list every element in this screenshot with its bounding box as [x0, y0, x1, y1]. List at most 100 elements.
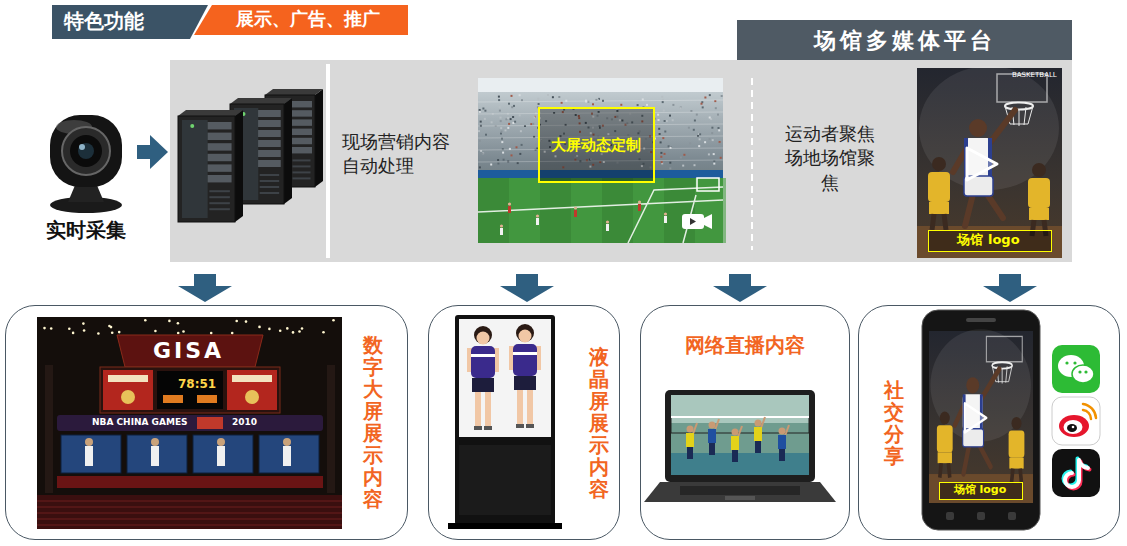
ceiling-light: [50, 327, 53, 330]
crowd-dot: [601, 153, 603, 155]
camera-stand: [68, 183, 104, 202]
text-slot: 展示、广告、推广: [214, 7, 402, 31]
logo-box: 场馆 logo: [939, 482, 1023, 500]
player-arm: [693, 423, 697, 434]
crowd-dot: [720, 157, 722, 159]
laptop-keys: [680, 486, 800, 495]
crowd-dot: [660, 141, 662, 143]
crowd-dot: [590, 106, 592, 108]
server-side: [315, 89, 323, 187]
label-slot: 78:51: [178, 378, 216, 391]
vent-slot: [209, 190, 230, 192]
crowd-dot: [680, 107, 682, 109]
person-shoe: [526, 424, 534, 428]
ceiling-light: [144, 319, 147, 322]
crowd-dot: [578, 144, 580, 146]
tab-fill: [52, 5, 208, 39]
crowd-dot: [510, 118, 512, 120]
photo-text: BASKETBALL: [1012, 72, 1057, 80]
server-top: [178, 110, 243, 116]
camera-lens: [70, 135, 102, 167]
crowd-dot: [562, 111, 564, 113]
crowd-dot: [704, 141, 706, 143]
volley-net: [671, 417, 809, 433]
crowd-dot: [597, 136, 599, 138]
ceiling-light: [279, 329, 282, 332]
laptop-base: [644, 482, 836, 502]
logo-text: 场馆 logo: [931, 233, 1046, 248]
screen-figure: [85, 446, 93, 466]
crowd-dot: [669, 167, 671, 169]
crowd-dot: [484, 110, 486, 112]
crowd-dot: [637, 104, 639, 106]
crowd-dot: [479, 109, 481, 111]
stand-row: [478, 148, 723, 150]
player-legs: [779, 449, 785, 461]
crowd-dot: [616, 116, 618, 118]
crowd-dot: [511, 154, 513, 156]
ceiling-light: [235, 320, 238, 323]
stadium-roof: [478, 78, 723, 92]
drive-bay: [258, 120, 281, 127]
panel-text: 现场营销内容 自动处理: [342, 130, 454, 179]
player-arm: [785, 425, 789, 436]
crowd-dot: [641, 120, 643, 122]
ring-band: [57, 415, 323, 431]
crowd-dot: [536, 148, 538, 150]
ceiling-light: [72, 332, 75, 335]
overlay-box: 大屏动态定制: [538, 107, 655, 183]
crowd-dot: [514, 121, 516, 123]
output-box: 网络直播内容: [640, 305, 850, 540]
tiktok-note: [1064, 459, 1087, 486]
scoreboard-body: [100, 367, 280, 413]
video-icon: [682, 214, 704, 229]
text-slot: 大屏动态定制: [542, 135, 649, 155]
ceiling-light: [231, 332, 234, 335]
panel-divider: [326, 64, 330, 258]
crowd-dot: [585, 101, 587, 103]
crowd-dot: [683, 154, 685, 156]
spotlight: [930, 329, 1030, 441]
player-arm: [715, 419, 719, 430]
server-front: [265, 95, 315, 187]
crowd-dot: [650, 151, 652, 153]
output-title: 社交分享: [884, 379, 904, 467]
screen-figure-head: [217, 438, 225, 446]
text-slot: 运动者聚焦 场地场馆聚焦: [780, 122, 880, 195]
person-face: [477, 332, 490, 345]
crowd-dot: [536, 149, 538, 151]
sign-text: GISA: [153, 339, 224, 363]
player-figure: [508, 206, 511, 213]
phone-button: [1008, 512, 1016, 520]
crowd-dot: [579, 122, 581, 124]
crowd-dot: [680, 107, 682, 109]
poster-seal: [121, 390, 135, 404]
crowd-dot: [711, 127, 713, 129]
pitch-stripe: [633, 178, 664, 243]
player-head: [1032, 163, 1046, 177]
video-screen: [61, 435, 121, 473]
crowd-dot: [702, 106, 704, 108]
icon-tile: [1052, 345, 1100, 393]
crowd-dot: [615, 146, 617, 148]
crowd-dot: [598, 111, 600, 113]
server-tower: [230, 98, 292, 204]
court-floor: [929, 474, 1033, 503]
text-slot: 实时采集: [40, 217, 132, 244]
power-led: [190, 124, 194, 128]
scoreboard-screen: [157, 371, 223, 409]
player-body: [778, 435, 786, 449]
player-arm: [761, 417, 765, 428]
crowd-dot: [607, 133, 609, 135]
player-arm: [981, 369, 1000, 400]
crowd-dot: [479, 111, 481, 113]
crowd-dot: [610, 144, 612, 146]
drive-bay: [258, 110, 281, 117]
gym-floor: [671, 453, 809, 475]
output-title: 网络直播内容: [645, 332, 845, 359]
seat-row: [37, 500, 342, 502]
vent-slot: [293, 171, 311, 173]
crowd-dot: [709, 138, 711, 140]
crowd-dot: [480, 125, 482, 127]
server-side: [235, 110, 243, 222]
